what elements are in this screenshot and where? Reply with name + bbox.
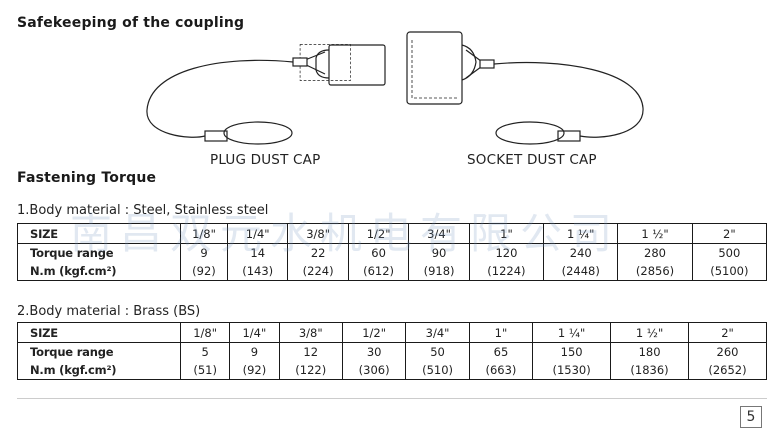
torque-kgf-cell: (5100) <box>691 262 768 281</box>
size-cell: 1 ½" <box>610 322 689 343</box>
torque-cell: 12 <box>278 342 343 361</box>
torque-cell: 260 <box>688 342 767 361</box>
torque-kgf-row: N.m (kgf.cm²) (51) (92) (122) (306) (510… <box>17 361 767 380</box>
table2-title: 2.Body material : Brass (BS) <box>17 304 201 319</box>
size-row: SIZE 1/8" 1/4" 3/8" 1/2" 3/4" 1" 1 ¼" 1 … <box>17 322 767 343</box>
torque-cell: 500 <box>691 243 768 262</box>
torque-kgf-cell: (224) <box>287 262 349 281</box>
torque-kgf-cell: (663) <box>468 361 534 380</box>
size-cell: 2" <box>688 322 767 343</box>
torque-kgf-cell: (2856) <box>617 262 693 281</box>
size-cell: 3/8" <box>278 322 343 343</box>
size-label: SIZE <box>17 322 181 343</box>
size-row: SIZE 1/8" 1/4" 3/8" 1/2" 3/4" 1" 1 ¼" 1 … <box>17 223 768 244</box>
torque-cell: 5 <box>179 342 231 361</box>
size-cell: 3/4" <box>405 322 470 343</box>
torque-cell: 65 <box>468 342 534 361</box>
plug-dust-cap-drawing <box>146 44 386 145</box>
torque-nm-row: Torque range 9 14 22 60 90 120 240 280 5… <box>17 243 768 262</box>
size-cell: 2" <box>691 223 768 244</box>
size-cell: 1/4" <box>229 322 280 343</box>
torque-kgf-cell: (612) <box>347 262 410 281</box>
torque-cell: 14 <box>226 243 289 262</box>
torque-cell: 22 <box>287 243 349 262</box>
torque-label: Torque range <box>17 243 181 262</box>
torque-cell: 30 <box>341 342 407 361</box>
size-cell: 1/8" <box>179 322 231 343</box>
torque-nm-row: Torque range 5 9 12 30 50 65 150 180 260 <box>17 342 767 361</box>
torque-kgf-cell: (1224) <box>468 262 545 281</box>
size-cell: 1/2" <box>341 322 407 343</box>
torque-kgf-cell: (306) <box>341 361 407 380</box>
socket-dust-cap-caption: SOCKET DUST CAP <box>467 152 597 168</box>
torque-table-brass: SIZE 1/8" 1/4" 3/8" 1/2" 3/4" 1" 1 ¼" 1 … <box>17 322 767 380</box>
torque-kgf-cell: (51) <box>179 361 231 380</box>
footer-divider <box>17 398 767 399</box>
torque-cell: 9 <box>229 342 280 361</box>
socket-dust-cap-drawing <box>406 31 644 145</box>
torque-cell: 90 <box>408 243 470 262</box>
torque-kgf-cell: (2448) <box>543 262 619 281</box>
size-cell: 1" <box>468 322 534 343</box>
size-label: SIZE <box>17 223 181 244</box>
torque-cell: 50 <box>405 342 470 361</box>
safekeeping-heading: Safekeeping of the coupling <box>17 15 245 31</box>
torque-cell: 120 <box>468 243 545 262</box>
torque-cell: 60 <box>347 243 410 262</box>
size-cell: 1 ½" <box>617 223 693 244</box>
size-cell: 1/4" <box>226 223 289 244</box>
torque-cell: 9 <box>180 243 228 262</box>
torque-kgf-cell: (1530) <box>532 361 612 380</box>
size-cell: 1 ¼" <box>532 322 612 343</box>
torque-cell: 180 <box>610 342 689 361</box>
torque-kgf-cell: (2652) <box>688 361 767 380</box>
torque-kgf-cell: (92) <box>229 361 280 380</box>
size-cell: 1/2" <box>347 223 410 244</box>
torque-table-steel: SIZE 1/8" 1/4" 3/8" 1/2" 3/4" 1" 1 ¼" 1 … <box>17 223 768 281</box>
torque-kgf-cell: (1836) <box>610 361 689 380</box>
fastening-torque-heading: Fastening Torque <box>17 170 157 186</box>
torque-label: Torque range <box>17 342 181 361</box>
torque-kgf-row: N.m (kgf.cm²) (92) (143) (224) (612) (91… <box>17 262 768 281</box>
size-cell: 1 ¼" <box>543 223 619 244</box>
table1-title: 1.Body material : Steel, Stainless steel <box>17 203 269 218</box>
torque-kgf-cell: (143) <box>226 262 289 281</box>
size-cell: 3/8" <box>287 223 349 244</box>
page-number: 5 <box>740 406 762 428</box>
torque-cell: 240 <box>543 243 619 262</box>
dust-cap-figure <box>146 31 644 145</box>
torque-kgf-cell: (92) <box>180 262 228 281</box>
torque-kgf-cell: (918) <box>408 262 470 281</box>
unit-label: N.m (kgf.cm²) <box>17 361 181 380</box>
plug-dust-cap-caption: PLUG DUST CAP <box>210 152 321 168</box>
size-cell: 1/8" <box>180 223 228 244</box>
unit-label: N.m (kgf.cm²) <box>17 262 181 281</box>
torque-cell: 150 <box>532 342 612 361</box>
size-cell: 3/4" <box>408 223 470 244</box>
size-cell: 1" <box>468 223 545 244</box>
torque-kgf-cell: (122) <box>278 361 343 380</box>
torque-cell: 280 <box>617 243 693 262</box>
torque-kgf-cell: (510) <box>405 361 470 380</box>
